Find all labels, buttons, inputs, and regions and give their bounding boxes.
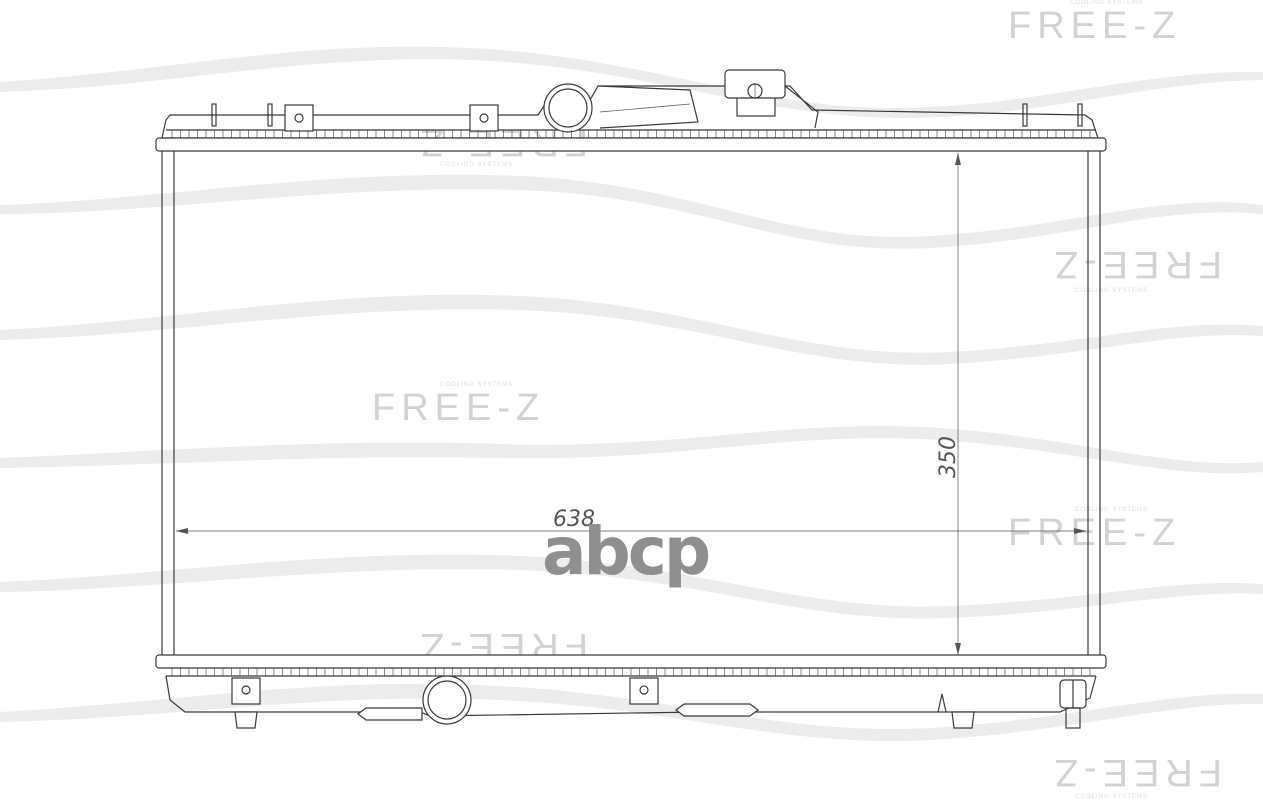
cooler-fitting <box>357 707 423 721</box>
watermark-brand: FREE-Z <box>1008 512 1181 554</box>
mount-peg <box>234 711 258 729</box>
watermark-brand: FREE-Z <box>1008 5 1181 47</box>
watermark-brand: FREE-Z <box>1049 751 1222 793</box>
top-tank <box>155 69 1107 152</box>
height-label: 350 <box>936 436 961 478</box>
watermark-tagline: COOLING SYSTEMS <box>1070 0 1143 6</box>
watermark-brand: FREE-Z <box>1049 243 1222 285</box>
mount-bracket <box>469 104 499 132</box>
mount-bracket <box>284 104 314 132</box>
mount-peg <box>951 711 975 729</box>
watermark-tagline: COOLING SYSTEMS <box>1075 794 1148 800</box>
radiator-core <box>161 151 1101 658</box>
bottom-header-plate <box>155 654 1107 669</box>
watermark-brand: FREE-Z <box>372 387 545 429</box>
upper-hose-inlet <box>543 83 593 133</box>
abcp-logo: abcp <box>542 513 709 590</box>
lower-hose-outlet <box>422 675 472 725</box>
dimension-width: 638 <box>176 507 1086 534</box>
wave-watermark <box>0 46 1263 742</box>
watermark-tagline: COOLING SYSTEMS <box>440 382 513 388</box>
dimension-height: 350 <box>936 153 961 655</box>
mount-bracket <box>629 677 659 705</box>
mount-bracket <box>231 677 261 705</box>
watermark-tagline: COOLING SYSTEMS <box>440 162 513 168</box>
cooler-fitting <box>675 703 759 717</box>
bottom-tank <box>155 654 1107 729</box>
top-header-plate <box>155 137 1107 152</box>
watermark-tagline: COOLING SYSTEMS <box>1075 288 1148 294</box>
width-label: 638 <box>553 507 595 532</box>
watermark-tagline: COOLING SYSTEMS <box>1075 507 1148 513</box>
